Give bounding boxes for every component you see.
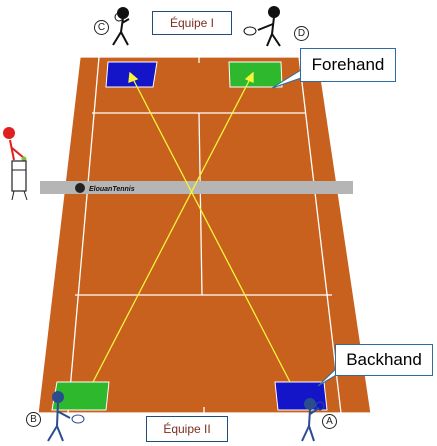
player-b-figure bbox=[47, 391, 85, 442]
ball-trajectories bbox=[92, 71, 291, 383]
team-bottom-label: Équipe II bbox=[146, 416, 228, 442]
umpire-figure bbox=[3, 127, 28, 201]
player-c-marker: C bbox=[94, 20, 109, 35]
backhand-callout: Backhand bbox=[335, 344, 433, 376]
net-brand-label: ElouanTennis bbox=[89, 186, 135, 193]
net bbox=[40, 181, 353, 194]
player-d-marker: D bbox=[294, 26, 309, 41]
target-zone-top-right bbox=[228, 61, 283, 88]
forehand-callout: Forehand bbox=[300, 48, 396, 82]
player-b-marker: B bbox=[26, 412, 41, 427]
brand-logo-icon bbox=[75, 183, 85, 193]
court-lines bbox=[37, 56, 372, 414]
player-a-marker: A bbox=[322, 414, 337, 429]
player-d-figure bbox=[243, 6, 281, 47]
team-top-label: Équipe I bbox=[152, 11, 232, 35]
player-a-figure bbox=[301, 398, 325, 442]
player-c-figure bbox=[112, 7, 130, 46]
court-surface bbox=[38, 57, 371, 413]
target-zone-bottom-right bbox=[274, 381, 328, 411]
